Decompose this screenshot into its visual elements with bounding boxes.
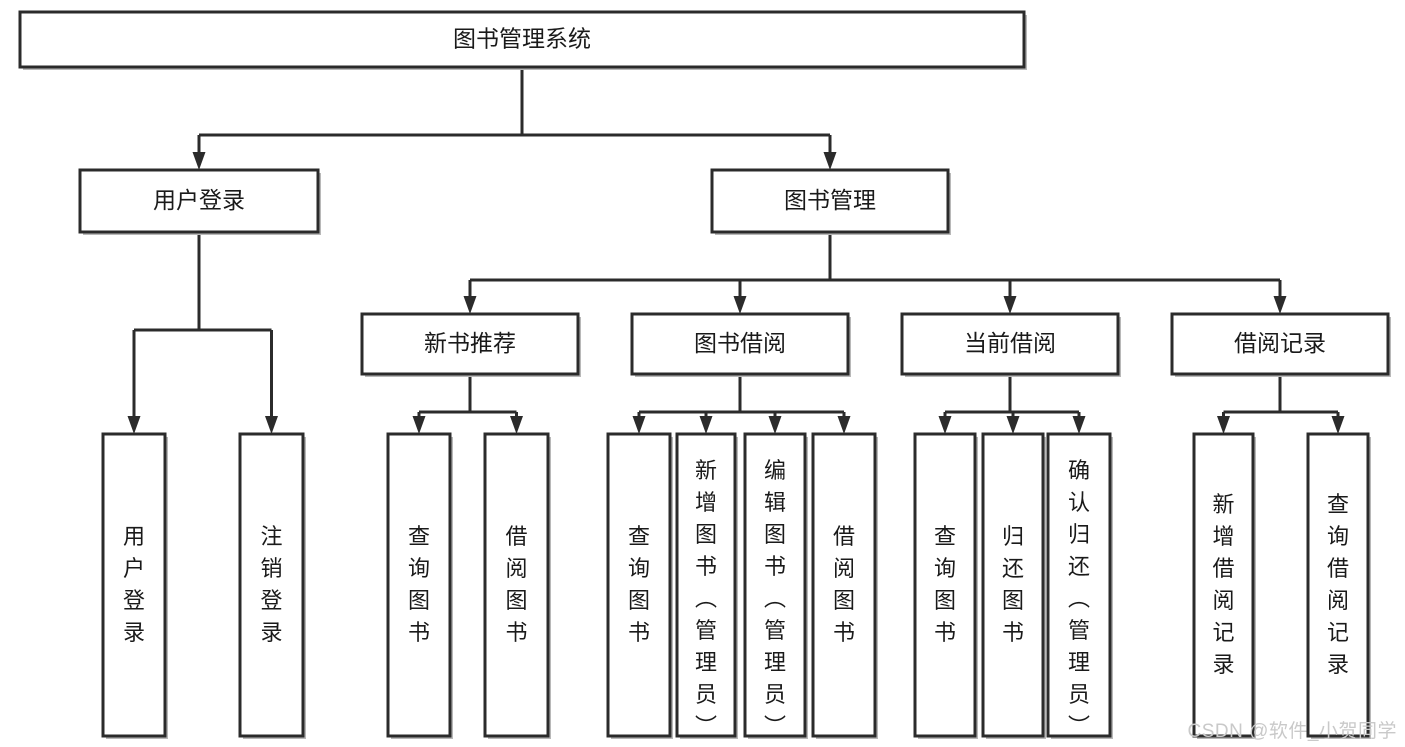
node-label: 借阅记录 <box>1234 330 1326 356</box>
node-rect[interactable] <box>1046 432 1112 738</box>
node-rect[interactable] <box>101 432 167 738</box>
node-leaf-return-book[interactable]: 归还图书 <box>981 432 1046 739</box>
node-leaf-add-record[interactable]: 新增借阅记录 <box>1192 432 1256 739</box>
arrow-head-icon <box>192 152 206 170</box>
node-label: 查询图书 <box>628 524 650 645</box>
node-new-book-rec[interactable]: 新书推荐 <box>360 312 581 377</box>
node-leaf-query-book-1[interactable]: 查询图书 <box>386 432 453 739</box>
node-label: 新增图书︵管理员︶ <box>695 458 717 739</box>
node-rect[interactable] <box>900 312 1120 376</box>
node-label: 图书管理系统 <box>453 26 591 52</box>
node-label: 图书借阅 <box>694 330 786 356</box>
node-label: 归还图书 <box>1002 524 1024 645</box>
node-leaf-confirm-return[interactable]: 确认归还︵管理员︶ <box>1046 432 1113 739</box>
arrow-head-icon <box>463 296 477 314</box>
node-book-manage[interactable]: 图书管理 <box>710 168 951 235</box>
arrow-head-icon <box>938 416 952 434</box>
arrow-head-icon <box>1003 296 1017 314</box>
node-rect[interactable] <box>483 432 550 738</box>
edge-group-borrow-record <box>1217 374 1345 434</box>
node-leaf-query-book-3[interactable]: 查询图书 <box>913 432 978 739</box>
node-label: 查询图书 <box>408 524 430 645</box>
node-rect[interactable] <box>606 432 672 738</box>
arrow-head-icon <box>1217 416 1230 434</box>
node-label: 新增借阅记录 <box>1212 492 1234 677</box>
node-rect[interactable] <box>811 432 877 738</box>
node-label: 查询借阅记录 <box>1327 492 1349 677</box>
node-current-borrow[interactable]: 当前借阅 <box>900 312 1121 377</box>
node-rect[interactable] <box>360 312 580 376</box>
connector-layer <box>127 67 1345 434</box>
node-rect[interactable] <box>675 432 737 738</box>
node-user-login[interactable]: 用户登录 <box>78 168 321 235</box>
arrow-head-icon <box>127 416 141 434</box>
edge-group-book-manage <box>463 232 1287 314</box>
node-rect[interactable] <box>1192 432 1255 738</box>
node-leaf-user-login[interactable]: 用户登录 <box>101 432 168 739</box>
node-layer: 图书管理系统用户登录图书管理新书推荐图书借阅当前借阅借阅记录用户登录注销登录查询… <box>18 10 1391 739</box>
edge-group-root <box>192 67 837 170</box>
node-rect[interactable] <box>981 432 1045 738</box>
node-rect[interactable] <box>238 432 305 738</box>
node-label: 用户登录 <box>153 187 245 213</box>
node-rect[interactable] <box>743 432 807 738</box>
node-leaf-borrow-book-2[interactable]: 借阅图书 <box>811 432 878 739</box>
node-rect[interactable] <box>913 432 977 738</box>
arrow-head-icon <box>699 416 713 434</box>
node-label: 借阅图书 <box>833 524 855 645</box>
node-rect[interactable] <box>18 10 1026 69</box>
node-label: 用户登录 <box>123 524 145 645</box>
arrow-head-icon <box>1072 416 1086 434</box>
node-leaf-logout-login[interactable]: 注销登录 <box>238 432 306 739</box>
node-label: 借阅图书 <box>505 524 527 645</box>
arrow-head-icon <box>837 416 851 434</box>
node-rect[interactable] <box>630 312 850 376</box>
node-leaf-borrow-book-1[interactable]: 借阅图书 <box>483 432 551 739</box>
node-rect[interactable] <box>1170 312 1390 376</box>
edge-group-user-login <box>127 232 278 434</box>
node-label: 当前借阅 <box>964 330 1056 356</box>
arrow-head-icon <box>265 416 278 434</box>
node-label: 图书管理 <box>784 187 876 213</box>
node-label: 确认归还︵管理员︶ <box>1068 458 1090 739</box>
edge-group-new-book-rec <box>412 374 523 434</box>
node-book-borrow[interactable]: 图书借阅 <box>630 312 851 377</box>
edge-group-book-borrow <box>632 374 851 434</box>
node-rect[interactable] <box>78 168 320 234</box>
node-leaf-query-record[interactable]: 查询借阅记录 <box>1306 432 1371 739</box>
arrow-head-icon <box>1331 416 1345 434</box>
arrow-head-icon <box>823 152 837 170</box>
node-rect[interactable] <box>1306 432 1370 738</box>
arrow-head-icon <box>632 416 646 434</box>
node-leaf-add-book[interactable]: 新增图书︵管理员︶ <box>675 432 738 739</box>
node-label: 新书推荐 <box>424 330 516 356</box>
node-rect[interactable] <box>386 432 452 738</box>
arrow-head-icon <box>1006 416 1020 434</box>
node-root[interactable]: 图书管理系统 <box>18 10 1027 70</box>
edge-group-current-borrow <box>938 374 1086 434</box>
node-leaf-query-book-2[interactable]: 查询图书 <box>606 432 673 739</box>
arrow-head-icon <box>733 296 747 314</box>
node-rect[interactable] <box>710 168 950 234</box>
arrow-head-icon <box>1273 296 1287 314</box>
node-borrow-record[interactable]: 借阅记录 <box>1170 312 1391 377</box>
arrow-head-icon <box>768 416 782 434</box>
node-leaf-edit-book[interactable]: 编辑图书︵管理员︶ <box>743 432 808 739</box>
arrow-head-icon <box>412 416 426 434</box>
watermark-text: CSDN @软件_小贺同学 <box>1187 721 1397 742</box>
node-label: 注销登录 <box>260 524 282 645</box>
arrow-head-icon <box>510 416 523 434</box>
node-label: 编辑图书︵管理员︶ <box>764 458 786 739</box>
node-label: 查询图书 <box>934 524 956 645</box>
